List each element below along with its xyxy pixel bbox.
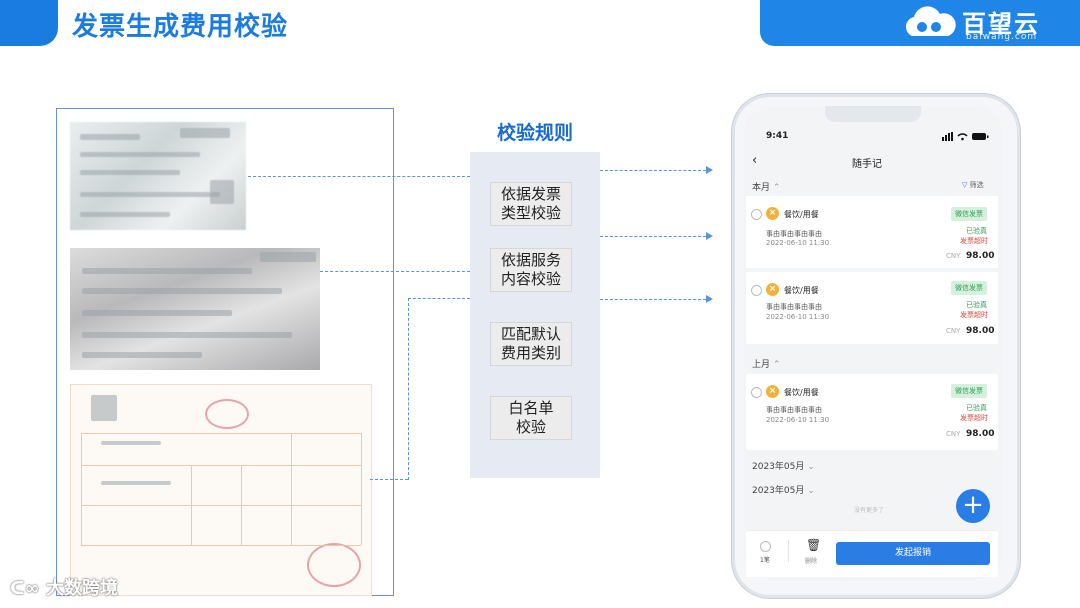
dining-icon: × bbox=[766, 207, 779, 220]
watermark-text: 大数跨境 bbox=[45, 578, 118, 599]
section-header-last-month[interactable]: 上月 ⌃ bbox=[752, 357, 780, 370]
record-category: 餐饮/用餐 bbox=[784, 210, 819, 219]
dining-icon: × bbox=[766, 385, 779, 398]
rule-invoice-type: 依据发票 类型校验 bbox=[490, 182, 572, 226]
submit-reimbursement-button[interactable]: 发起报销 bbox=[836, 542, 990, 565]
overdue-status: 发票超时 bbox=[960, 414, 988, 422]
brand-name: 百望云 bbox=[962, 10, 1040, 38]
section-label: 上月 bbox=[752, 360, 771, 370]
verify-status: 已验真 bbox=[966, 404, 987, 412]
record-datetime: 2022-06-10 11:30 bbox=[766, 416, 830, 424]
overdue-status: 发票超时 bbox=[960, 237, 988, 245]
cloud-logo-icon bbox=[905, 6, 956, 36]
invoice-type-tag: 微信发票 bbox=[951, 384, 987, 398]
connector-line bbox=[320, 271, 470, 272]
invoice-type-tag: 微信发票 bbox=[951, 281, 987, 295]
filter-label: 筛选 bbox=[969, 181, 984, 189]
watermark-logo-icon: ᑕ∞ bbox=[10, 578, 40, 599]
amount: 98.00 bbox=[966, 429, 995, 439]
section-label: 2023年05月 bbox=[752, 462, 805, 472]
record-checkbox[interactable] bbox=[751, 209, 762, 220]
divider bbox=[788, 540, 789, 562]
select-all-checkbox[interactable] bbox=[760, 541, 771, 552]
record-desc: 事由事由事由事由 bbox=[766, 303, 822, 311]
phone-notch bbox=[825, 106, 921, 122]
rule-line: 校验 bbox=[515, 418, 546, 436]
chevron-down-icon: ⌄ bbox=[807, 462, 815, 472]
record-desc: 事由事由事由事由 bbox=[766, 406, 822, 414]
section-header-month[interactable]: 2023年05月 ⌄ bbox=[752, 459, 815, 472]
invoice-image-3 bbox=[70, 384, 372, 596]
chevron-up-icon: ⌃ bbox=[772, 183, 781, 193]
connector-line bbox=[408, 298, 409, 480]
delete-label: 删除 bbox=[805, 558, 818, 565]
trash-icon[interactable]: 🗑 bbox=[806, 538, 822, 552]
title-accent-bar bbox=[0, 0, 58, 46]
record-desc: 事由事由事由事由 bbox=[766, 230, 822, 238]
connector-line bbox=[248, 176, 470, 177]
arrow-right-icon bbox=[706, 232, 713, 240]
record-datetime: 2022-06-10 11:30 bbox=[766, 239, 830, 247]
record-checkbox[interactable] bbox=[751, 285, 762, 296]
selected-count: 1笔 bbox=[760, 557, 770, 564]
currency: CNY bbox=[946, 430, 961, 438]
screen-title: 随手记 bbox=[852, 159, 882, 170]
rule-line: 依据发票 bbox=[500, 185, 561, 203]
currency: CNY bbox=[946, 252, 961, 260]
currency: CNY bbox=[946, 327, 961, 335]
arrow-right-icon bbox=[706, 295, 713, 303]
verify-status: 已验真 bbox=[966, 227, 987, 235]
rule-whitelist: 白名单 校验 bbox=[490, 396, 572, 440]
status-icons bbox=[942, 132, 989, 141]
section-header-this-month[interactable]: 本月 ⌃ bbox=[752, 180, 780, 193]
rule-line: 内容校验 bbox=[500, 270, 561, 288]
plus-icon: + bbox=[962, 490, 984, 520]
record-category: 餐饮/用餐 bbox=[784, 286, 819, 295]
filter-icon: ▽ bbox=[962, 181, 968, 189]
status-time: 9:41 bbox=[766, 131, 789, 141]
dining-icon: × bbox=[766, 283, 779, 296]
rules-title: 校验规则 bbox=[496, 122, 573, 144]
invoice-type-tag: 微信发票 bbox=[951, 207, 987, 221]
back-icon[interactable]: ‹ bbox=[752, 153, 758, 168]
connector-line bbox=[600, 236, 706, 237]
connector-line bbox=[408, 298, 470, 299]
load-more-text: 没有更多了 bbox=[854, 507, 885, 514]
rule-line: 费用类别 bbox=[500, 344, 561, 362]
amount: 98.00 bbox=[966, 326, 995, 336]
page-title: 发票生成费用校验 bbox=[72, 12, 289, 42]
rule-line: 白名单 bbox=[508, 399, 554, 417]
section-header-month[interactable]: 2023年05月 ⌄ bbox=[752, 483, 815, 496]
record-checkbox[interactable] bbox=[751, 387, 762, 398]
invoice-image-2 bbox=[70, 248, 320, 370]
verify-status: 已验真 bbox=[966, 301, 987, 309]
chevron-up-icon: ⌃ bbox=[772, 360, 781, 370]
rule-line: 类型校验 bbox=[500, 204, 561, 222]
filter-button[interactable]: ▽ 筛选 bbox=[962, 180, 984, 190]
amount: 98.00 bbox=[966, 251, 995, 261]
rule-line: 匹配默认 bbox=[500, 325, 561, 343]
connector-line bbox=[600, 299, 706, 300]
watermark: ᑕ∞ 大数跨境 bbox=[10, 574, 118, 600]
record-datetime: 2022-06-10 11:30 bbox=[766, 313, 830, 321]
section-label: 2023年05月 bbox=[752, 486, 805, 496]
chevron-down-icon: ⌄ bbox=[807, 486, 815, 496]
overdue-status: 发票超时 bbox=[960, 311, 988, 319]
add-record-button[interactable]: + bbox=[956, 489, 990, 523]
section-label: 本月 bbox=[752, 183, 771, 193]
rule-service-content: 依据服务 内容校验 bbox=[490, 248, 572, 292]
connector-line bbox=[600, 170, 706, 171]
rule-default-category: 匹配默认 费用类别 bbox=[490, 322, 572, 366]
connector-line bbox=[370, 479, 408, 480]
rule-line: 依据服务 bbox=[500, 251, 561, 269]
invoice-image-1 bbox=[70, 122, 246, 230]
arrow-right-icon bbox=[706, 166, 713, 174]
record-category: 餐饮/用餐 bbox=[784, 388, 819, 397]
brand-domain: baiwang.com bbox=[966, 32, 1038, 42]
